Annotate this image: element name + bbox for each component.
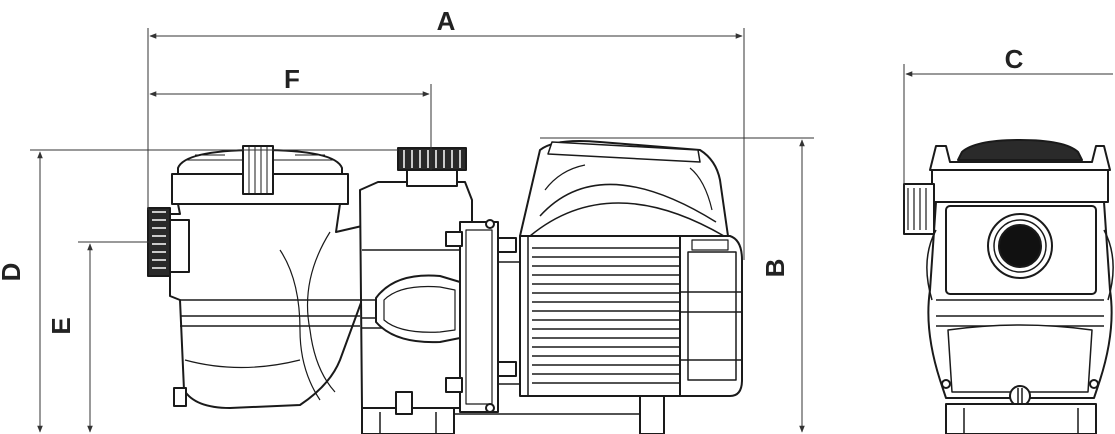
seal-flange xyxy=(445,219,526,413)
end-view-base xyxy=(945,403,1097,434)
dimension-label-e: E xyxy=(46,317,76,334)
dimension-label-f: F xyxy=(284,64,300,94)
dimension-label-b: B xyxy=(760,259,790,278)
end-view-port-hole xyxy=(998,224,1042,268)
outlet-union xyxy=(397,147,467,187)
dimension-label-d: D xyxy=(0,263,26,282)
end-view-top-frame xyxy=(929,145,1111,171)
dimension-lines-end xyxy=(903,64,1113,200)
pump-end-view xyxy=(903,139,1114,434)
control-box xyxy=(519,140,729,237)
strainer-lid xyxy=(171,145,349,205)
pump-base xyxy=(361,391,665,434)
strainer-housing xyxy=(169,203,363,409)
dimension-lines-side xyxy=(30,28,814,433)
dimension-label-a: A xyxy=(437,6,456,36)
pump-side-view xyxy=(147,140,743,434)
motor-end-cap xyxy=(679,235,743,397)
inlet-union xyxy=(147,207,190,277)
pump-volute xyxy=(359,181,473,409)
drain-plug xyxy=(173,387,187,407)
dimension-label-c: C xyxy=(1005,44,1024,74)
end-view-lid xyxy=(957,139,1083,161)
end-view-union xyxy=(903,183,935,235)
